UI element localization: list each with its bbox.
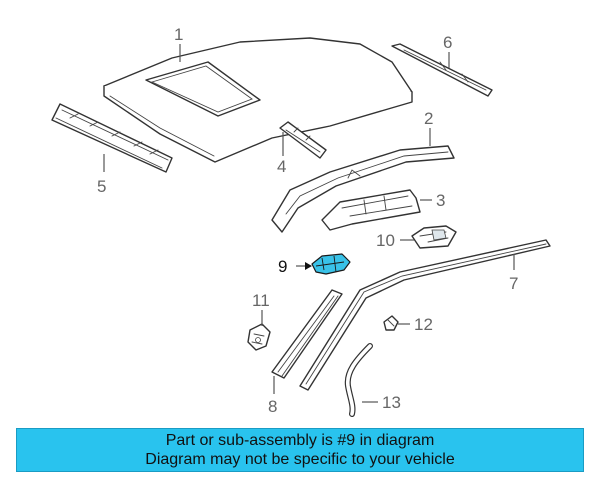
part-roof-panel <box>103 37 413 163</box>
callout-8: 8 <box>268 397 277 416</box>
info-banner: Part or sub-assembly is #9 in diagram Di… <box>16 428 584 472</box>
part-roof-molding-7 <box>299 239 551 391</box>
callout-12: 12 <box>414 315 433 334</box>
callout-10: 10 <box>376 231 395 250</box>
callout-4: 4 <box>277 157 286 176</box>
callout-5: 5 <box>97 177 106 196</box>
callout-3: 3 <box>436 191 445 210</box>
callout-1: 1 <box>174 25 183 44</box>
callout-11: 11 <box>252 291 270 310</box>
part-clip-11 <box>247 323 271 351</box>
callout-2: 2 <box>424 109 433 128</box>
callout-13: 13 <box>382 393 401 412</box>
callout-9: 9 <box>278 257 287 276</box>
part-roof-bow-4 <box>279 121 327 159</box>
banner-line-2: Diagram may not be specific to your vehi… <box>145 451 455 468</box>
part-front-header-5 <box>51 103 173 173</box>
callout-6: 6 <box>443 33 452 52</box>
part-pillar-molding-8 <box>271 289 343 379</box>
part-bracket-3 <box>321 189 421 231</box>
part-roof-rail-6 <box>391 43 493 97</box>
leader-9-arrowhead <box>305 262 312 270</box>
part-drain-hose-13 <box>344 343 373 417</box>
part-clip-9-highlighted <box>311 253 351 275</box>
part-fastener-12 <box>383 315 399 331</box>
banner-line-1: Part or sub-assembly is #9 in diagram <box>165 432 435 449</box>
part-bracket-10 <box>411 225 457 249</box>
callout-7: 7 <box>509 274 518 293</box>
part-side-molding-2 <box>271 145 455 233</box>
